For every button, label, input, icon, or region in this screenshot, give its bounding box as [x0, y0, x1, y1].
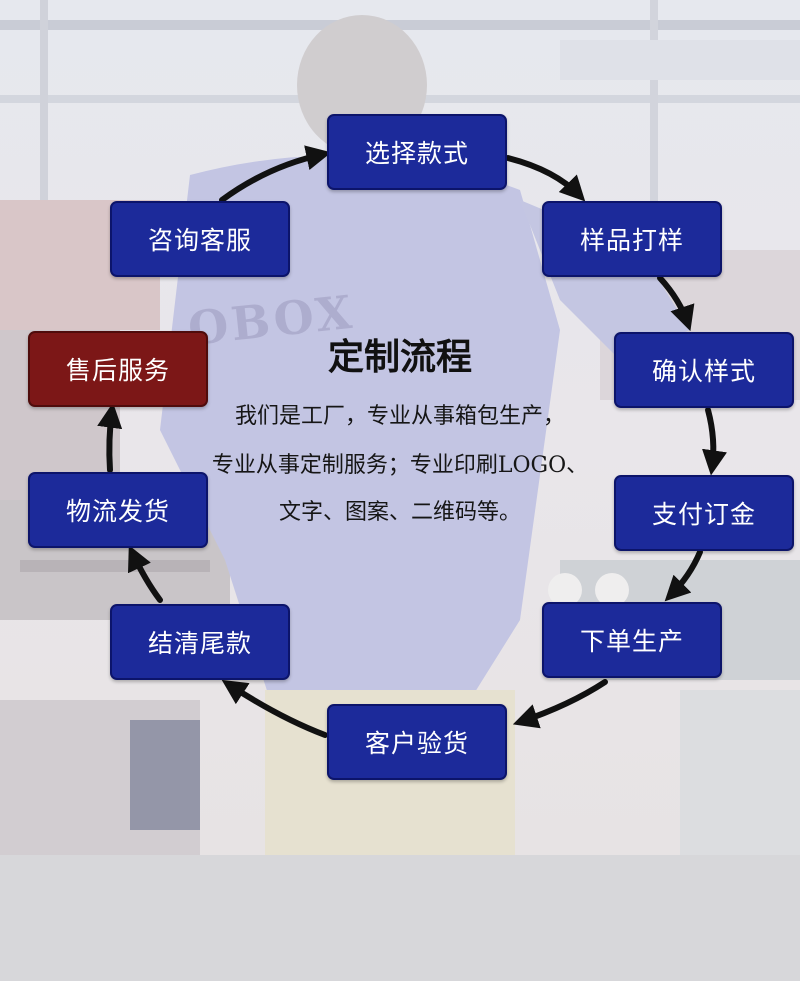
arrow-shipping-to-aftersales — [109, 410, 112, 470]
description-line-1: 我们是工厂，专业从事箱包生产， — [160, 398, 640, 430]
arrow-sample-to-confirm — [660, 278, 688, 324]
bottom-band — [0, 855, 800, 981]
diagram-title: 定制流程 — [250, 328, 550, 380]
description-line-3: 文字、图案、二维码等。 — [160, 494, 640, 526]
step-order-production: 下单生产 — [542, 602, 722, 678]
step-select-style: 选择款式 — [327, 114, 507, 190]
arrow-select-to-sample — [508, 158, 580, 196]
step-sample-making: 样品打样 — [542, 201, 722, 277]
arrow-consult-to-select — [222, 154, 324, 200]
step-consult-service: 咨询客服 — [110, 201, 290, 277]
arrow-production-to-inspection — [520, 682, 605, 722]
description-line-2: 专业从事定制服务；专业印刷LOGO、 — [160, 447, 640, 479]
arrow-final-payment-to-shipping — [132, 552, 160, 600]
arrow-deposit-to-production — [670, 552, 700, 596]
arrow-inspection-to-final-payment — [228, 684, 325, 735]
step-confirm-style: 确认样式 — [614, 332, 794, 408]
step-final-payment: 结清尾款 — [110, 604, 290, 680]
step-customer-inspection: 客户验货 — [327, 704, 507, 780]
step-pay-deposit: 支付订金 — [614, 475, 794, 551]
arrow-confirm-to-deposit — [708, 410, 713, 468]
step-after-sales: 售后服务 — [28, 331, 208, 407]
